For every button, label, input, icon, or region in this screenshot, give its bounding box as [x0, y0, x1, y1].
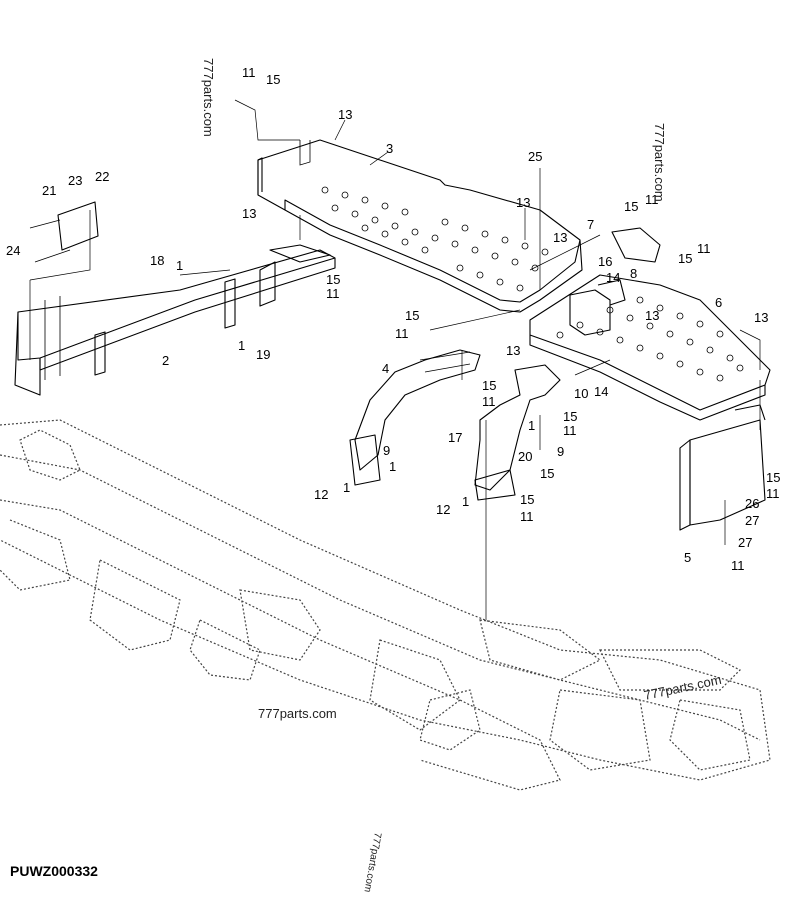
callout: 17: [448, 430, 462, 445]
callout: 1: [343, 480, 350, 495]
callout: 11: [242, 65, 256, 80]
callout: 6: [715, 295, 722, 310]
callout: 12: [436, 502, 450, 517]
perforation-holes: [556, 296, 744, 382]
callout: 1: [238, 338, 245, 353]
callout: 9: [557, 444, 564, 459]
callout: 14: [606, 270, 620, 285]
callout: 24: [6, 243, 20, 258]
callout-labels: 11 15 13 3 25 21 23 22 13 13 13 7 15 11 …: [6, 65, 780, 573]
callout: 11: [645, 192, 659, 207]
watermark: 777parts.com: [258, 706, 337, 721]
callout: 2: [162, 353, 169, 368]
watermarks: 777parts.com 777parts.com 777parts.com 7…: [201, 58, 723, 893]
support-leg-center: [474, 364, 561, 501]
watermark: 777parts.com: [643, 672, 723, 703]
reference-code: PUWZ000332: [10, 863, 98, 879]
callout: 15: [624, 199, 638, 214]
callout: 1: [389, 459, 396, 474]
callout: 27: [738, 535, 752, 550]
callout: 13: [506, 343, 520, 358]
callout: 13: [242, 206, 256, 221]
callout: 10: [574, 386, 588, 401]
callout: 13: [553, 230, 567, 245]
callout: 18: [150, 253, 164, 268]
callout: 12: [314, 487, 328, 502]
watermark: 777parts.com: [362, 831, 383, 893]
callout: 11: [563, 423, 577, 438]
callout: 11: [697, 241, 711, 256]
callout: 16: [598, 254, 612, 269]
callout: 3: [386, 141, 393, 156]
callout: 15: [678, 251, 692, 266]
watermark: 777parts.com: [652, 123, 667, 202]
callout: 15: [520, 492, 534, 507]
callout: 9: [383, 443, 390, 458]
callout: 1: [528, 418, 535, 433]
callout: 13: [516, 195, 530, 210]
callout: 11: [395, 326, 409, 341]
callout: 1: [176, 258, 183, 273]
callout: 11: [326, 286, 340, 301]
callout: 5: [684, 550, 691, 565]
callout: 13: [338, 107, 352, 122]
callout: 7: [587, 217, 594, 232]
leader-lines: [29, 99, 761, 620]
callout: 27: [745, 513, 759, 528]
watermark: 777parts.com: [201, 58, 216, 137]
perforation-holes: [321, 186, 549, 292]
callout: 13: [754, 310, 768, 325]
support-arm-left: [349, 349, 481, 486]
callout: 11: [766, 486, 780, 501]
callout: 23: [68, 173, 82, 188]
callout: 15: [326, 272, 340, 287]
hardware-small-parts: [29, 201, 661, 263]
callout: 20: [518, 449, 532, 464]
callout: 14: [594, 384, 608, 399]
callout: 15: [405, 308, 419, 323]
callout: 26: [745, 496, 759, 511]
callout: 1: [462, 494, 469, 509]
callout: 15: [266, 72, 280, 87]
side-rail: [14, 249, 336, 396]
right-step-plate: [529, 274, 771, 421]
callout: 11: [731, 558, 745, 573]
callout: 15: [482, 378, 496, 393]
callout: 22: [95, 169, 109, 184]
callout: 11: [520, 509, 534, 524]
callout: 15: [766, 470, 780, 485]
callout: 25: [528, 149, 542, 164]
callout: 19: [256, 347, 270, 362]
callout: 13: [645, 308, 659, 323]
callout: 15: [563, 409, 577, 424]
callout: 11: [482, 394, 496, 409]
callout: 8: [630, 266, 637, 281]
right-bracket: [679, 404, 766, 531]
callout: 15: [540, 466, 554, 481]
upper-step-plate: [257, 139, 583, 313]
chassis-frame: [0, 419, 771, 791]
callout: 4: [382, 361, 389, 376]
callout: 21: [42, 183, 56, 198]
